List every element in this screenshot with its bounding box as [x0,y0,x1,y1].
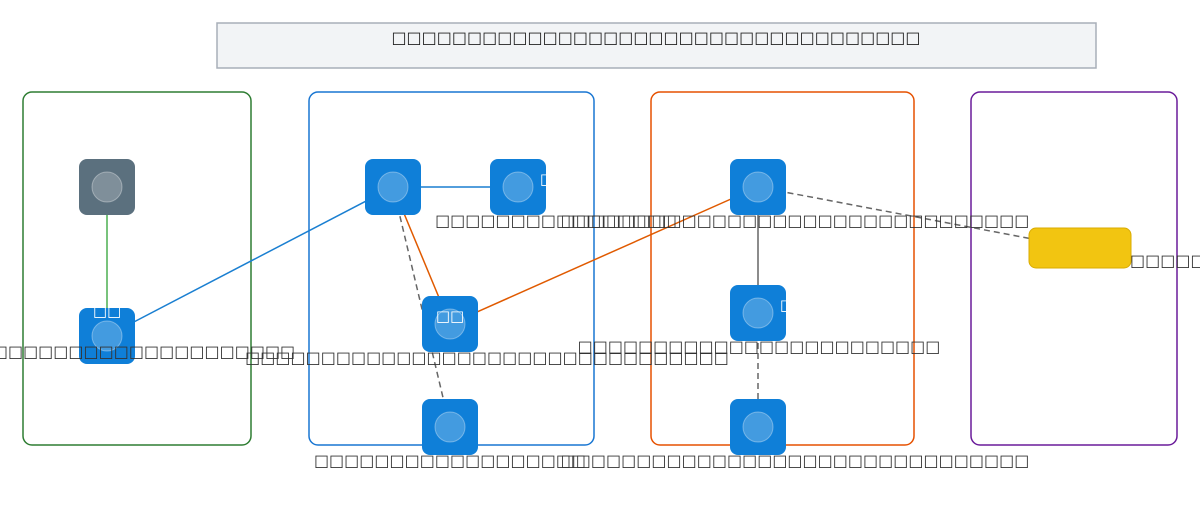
circle-icon [742,171,774,203]
node-label: □□□□□□□□□□□□□□□□□□□□ [0,342,295,361]
node-tile [730,285,786,341]
circle-icon [377,171,409,203]
node-tile [422,296,478,352]
nodes-layer: □□□□□□□□□□□□□□□□□□□□□□□□□□□□□□□□□□□□□□□□… [0,159,1200,470]
node-tile [365,159,421,215]
circle-icon [502,171,534,203]
node-badge: □ [540,170,554,188]
edge-n2-to-n3 [106,186,394,337]
node-tile [79,308,135,364]
node-tile [79,159,135,215]
node-label: □□□□□□□□□□□□□□□□□□□□□□□□□□□□□□□□ [245,348,729,367]
circle-icon [91,320,123,352]
node-n2[interactable]: □□□□□□□□□□□□□□□□□□□□□□ [0,302,295,364]
node-tile [730,159,786,215]
title-box [216,22,1097,69]
edge-n3-to-n6 [392,186,451,428]
node-n5[interactable]: □□□□□□□□□□□□□□□□□□□□□□□□□□□□□□□□□□ [245,296,729,367]
node-label: □□□□□□□□□□□□□□□□□□□□□□□□□□□□□□□ [561,451,1030,470]
node-n1[interactable] [79,159,135,215]
node-badge: □ [780,296,794,314]
edge-n7-to-n10 [757,186,1081,249]
node-label: □□□□□□□□□□□□□□□□□□ [314,451,586,470]
groups-layer [22,91,1178,446]
group-container-1 [22,91,252,446]
circle-icon [742,297,774,329]
rounded-rect-icon [1028,227,1132,269]
node-n7[interactable]: □□□□□□□□□□□□□□□□□□□□□□□□□□□□□□□ [561,159,1030,230]
node-n6[interactable]: □□□□□□□□□□□□□□□□□□ [314,399,586,470]
circle-icon [742,411,774,443]
circle-icon [434,411,466,443]
node-badge: □□ [436,307,464,325]
group-container-2 [308,91,595,446]
node-n8[interactable]: □□□□□□□□□□□□□□□□□□□□□□□□□ [578,285,941,356]
node-n10[interactable]: □□□□□□ [1028,227,1200,270]
node-tile [490,159,546,215]
group-container-3 [650,91,915,446]
edge-n5-to-n7 [449,186,759,325]
circle-icon [434,308,466,340]
node-label: □□□□□□□□□□□□□□□□ [435,211,677,230]
node-tile [422,399,478,455]
title-banner: □□□□□□□□□□□□□□□□□□□□□□□□□□□□□□□□□□□ [216,22,1097,69]
node-label: □□□□□□ [1130,251,1200,270]
group-container-4 [970,91,1178,446]
circle-icon [91,171,123,203]
node-label: □□□□□□□□□□□□□□□□□□□□□□□□ [578,337,941,356]
node-tile [730,399,786,455]
node-badge: □□ [93,302,121,320]
node-n4[interactable]: □□□□□□□□□□□□□□□□□ [435,159,677,230]
node-n9[interactable]: □□□□□□□□□□□□□□□□□□□□□□□□□□□□□□□ [561,399,1030,470]
node-n3[interactable] [365,159,421,215]
diagram-title: □□□□□□□□□□□□□□□□□□□□□□□□□□□□□□□□□□□ [391,28,920,47]
node-label: □□□□□□□□□□□□□□□□□□□□□□□□□□□□□□□ [561,211,1030,230]
